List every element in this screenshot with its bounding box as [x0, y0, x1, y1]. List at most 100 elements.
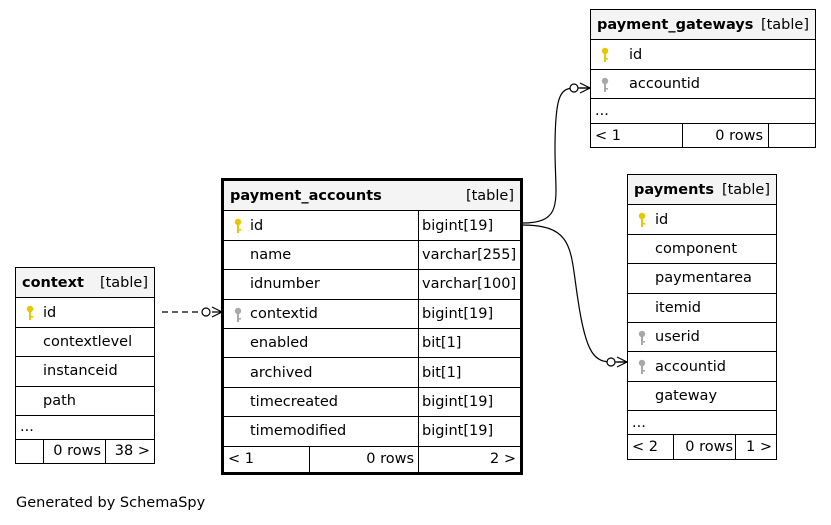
parents-count[interactable]: < 2 — [632, 439, 658, 456]
column-row: archived bit[1] — [224, 357, 520, 387]
table-kind: [table] — [721, 181, 770, 198]
column-name: accountid — [655, 358, 726, 375]
column-row: id — [16, 297, 154, 326]
table-name: payment_gateways — [597, 16, 754, 33]
column-name: contextlevel — [43, 333, 133, 350]
column-type: varchar[255] — [422, 246, 517, 263]
column-name: timemodified — [250, 423, 347, 440]
table-header: payment_gateways [table] — [591, 10, 815, 40]
primary-key-icon — [234, 219, 242, 234]
column-name: id — [250, 217, 264, 234]
table-header: context [table] — [16, 268, 154, 298]
relation-accounts-gateways-crowfoot — [579, 82, 592, 94]
column-name: id — [43, 304, 57, 321]
column-name: id — [655, 211, 669, 228]
column-name: accountid — [629, 75, 700, 92]
column-name: id — [629, 46, 643, 63]
column-row: accountid — [591, 68, 815, 98]
table-payments[interactable]: payments [table] id component paymentare… — [627, 174, 777, 461]
table-footer: < 1 0 rows 2 > — [224, 445, 520, 472]
table-header: payment_accounts [table] — [224, 181, 520, 211]
row-count: 0 rows — [685, 439, 733, 456]
column-type: bit[1] — [422, 335, 462, 352]
table-name: payments — [634, 181, 714, 198]
ellipsis-row: ... — [628, 410, 776, 434]
table-name: context — [22, 274, 84, 291]
relation-accounts-payments-crowfoot — [616, 356, 629, 368]
column-name: component — [655, 240, 738, 257]
column-type: bit[1] — [422, 364, 462, 381]
column-row: component — [628, 233, 776, 263]
column-name: userid — [655, 329, 700, 346]
table-header: payments [table] — [628, 175, 776, 205]
column-row: contextid bigint[19] — [224, 298, 520, 328]
table-footer: < 2 0 rows 1 > — [628, 434, 776, 460]
column-type: bigint[19] — [422, 423, 494, 440]
foreign-key-icon — [638, 330, 646, 345]
table-payment-accounts[interactable]: payment_accounts [table] id bigint[19] n… — [221, 178, 523, 475]
column-name: enabled — [250, 335, 309, 352]
relation-accounts-payments-optional-marker — [606, 357, 616, 367]
more-columns-ellipsis: ... — [595, 103, 609, 120]
more-columns-ellipsis: ... — [20, 419, 34, 436]
table-kind: [table] — [99, 274, 148, 291]
column-type: varchar[100] — [422, 276, 517, 293]
column-row: id — [628, 204, 776, 233]
row-count: 0 rows — [715, 127, 763, 144]
children-count[interactable]: 1 > — [746, 439, 772, 456]
children-count[interactable]: 38 > — [114, 443, 150, 460]
column-type: bigint[19] — [422, 305, 494, 322]
column-row: idnumber varchar[100] — [224, 269, 520, 299]
foreign-key-icon — [601, 77, 609, 92]
row-count: 0 rows — [53, 443, 101, 460]
column-name: timecreated — [250, 393, 338, 410]
column-name: instanceid — [43, 363, 118, 380]
children-count[interactable]: 2 > — [490, 451, 516, 468]
ellipsis-row: ... — [16, 414, 154, 439]
table-footer: < 1 0 rows — [591, 123, 815, 148]
column-row: name varchar[255] — [224, 239, 520, 270]
table-context[interactable]: context [table] id contextlevel instance… — [15, 267, 155, 464]
column-name: path — [43, 392, 76, 409]
column-row: id bigint[19] — [224, 210, 520, 240]
relation-context-accounts-optional-marker — [201, 307, 211, 317]
column-row: accountid — [628, 351, 776, 380]
column-row: contextlevel — [16, 326, 154, 356]
primary-key-icon — [638, 213, 646, 228]
parents-count[interactable]: < 1 — [228, 451, 254, 468]
column-name: archived — [250, 364, 313, 381]
column-row: itemid — [628, 292, 776, 322]
table-kind: [table] — [465, 187, 514, 204]
ellipsis-row: ... — [591, 98, 815, 123]
column-row: userid — [628, 321, 776, 351]
table-payment-gateways[interactable]: payment_gateways [table] id accountid ..… — [590, 9, 816, 149]
column-row: paymentarea — [628, 263, 776, 292]
parents-count[interactable]: < 1 — [595, 127, 621, 144]
column-name: paymentarea — [655, 270, 752, 287]
row-count: 0 rows — [366, 451, 414, 468]
relation-accounts-payments — [521, 224, 627, 363]
column-row: timecreated bigint[19] — [224, 386, 520, 417]
table-kind: [table] — [760, 16, 809, 33]
primary-key-icon — [601, 48, 609, 63]
table-name: payment_accounts — [230, 187, 382, 204]
primary-key-icon — [26, 306, 34, 321]
column-name: gateway — [655, 387, 718, 404]
column-type: bigint[19] — [422, 393, 494, 410]
column-row: gateway — [628, 380, 776, 410]
column-type: bigint[19] — [422, 217, 494, 234]
column-name: idnumber — [250, 276, 320, 293]
foreign-key-icon — [234, 307, 242, 322]
relation-accounts-gateways — [521, 87, 590, 224]
column-row: id — [591, 39, 815, 68]
column-row: timemodified bigint[19] — [224, 416, 520, 446]
foreign-key-icon — [638, 360, 646, 375]
column-row: instanceid — [16, 356, 154, 385]
column-name: name — [250, 246, 292, 263]
generator-footnote: Generated by SchemaSpy — [16, 495, 206, 511]
column-row: path — [16, 385, 154, 415]
column-name: itemid — [655, 299, 701, 316]
column-row: enabled bit[1] — [224, 327, 520, 358]
column-name: contextid — [250, 305, 318, 322]
